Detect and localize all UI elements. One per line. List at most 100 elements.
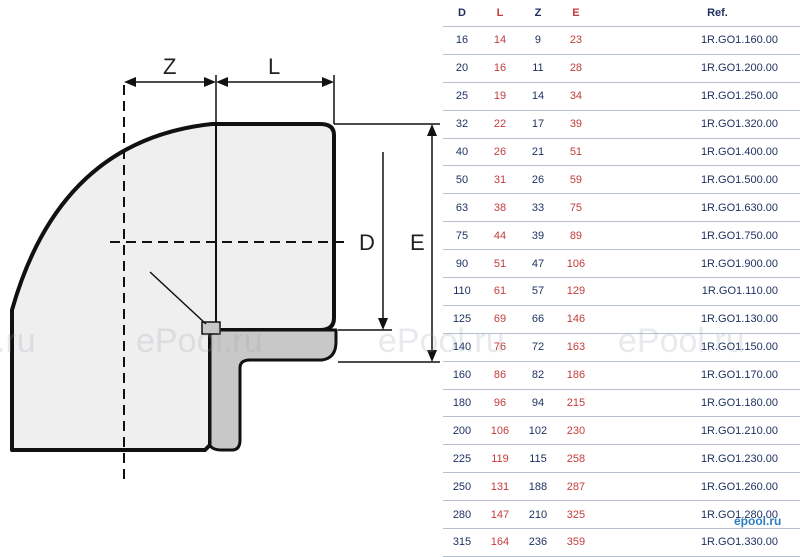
cell-e: 75 xyxy=(556,193,595,222)
e-label: E xyxy=(410,230,425,255)
cell-z: 11 xyxy=(518,53,557,83)
cell-z: 57 xyxy=(518,277,557,306)
cell-l: 61 xyxy=(480,277,519,306)
cell-ref: 1R.GO1.900.00 xyxy=(594,249,800,278)
cell-d: 140 xyxy=(443,332,481,362)
watermark: ePool.ru xyxy=(378,322,505,360)
cell-d: 32 xyxy=(443,109,481,139)
socket-shoulder xyxy=(208,328,338,452)
cell-ref: 1R.GO1.400.00 xyxy=(594,137,800,166)
cell-ref: 1R.GO1.130.00 xyxy=(594,304,800,334)
cell-z: 82 xyxy=(518,360,557,390)
cell-ref: 1R.GO1.230.00 xyxy=(594,444,800,473)
watermark: ePool.ru xyxy=(136,322,263,360)
e-arrow-top xyxy=(427,124,437,136)
cell-d: 110 xyxy=(443,277,481,306)
cell-e: 39 xyxy=(556,109,595,139)
cell-l: 147 xyxy=(480,500,519,529)
cell-z: 236 xyxy=(518,528,557,557)
cell-ref: 1R.GO1.150.00 xyxy=(594,332,800,362)
cell-l: 119 xyxy=(480,444,519,473)
cell-ref: 1R.GO1.180.00 xyxy=(594,388,800,417)
cell-d: 40 xyxy=(443,137,481,166)
cell-e: 186 xyxy=(556,360,595,390)
cell-d: 125 xyxy=(443,304,481,334)
cell-ref: 1R.GO1.630.00 xyxy=(594,193,800,222)
cell-z: 47 xyxy=(518,249,557,278)
d-label: D xyxy=(359,230,375,255)
cell-ref: 1R.GO1.280.00 xyxy=(594,500,800,529)
cell-z: 115 xyxy=(518,444,557,473)
cell-ref: 1R.GO1.320.00 xyxy=(594,109,800,139)
d-arrow-bottom xyxy=(378,318,388,330)
cell-z: 26 xyxy=(518,165,557,194)
cell-l: 76 xyxy=(480,332,519,362)
cell-ref: 1R.GO1.330.00 xyxy=(594,528,800,557)
l-label: L xyxy=(268,54,280,79)
cell-z: 72 xyxy=(518,332,557,362)
cell-z: 102 xyxy=(518,416,557,445)
cell-e: 359 xyxy=(556,528,595,557)
cell-l: 106 xyxy=(480,416,519,445)
cell-ref: 1R.GO1.250.00 xyxy=(594,81,800,111)
cell-l: 38 xyxy=(480,193,519,222)
cell-l: 51 xyxy=(480,249,519,278)
cell-l: 19 xyxy=(480,81,519,111)
cell-d: 50 xyxy=(443,165,481,194)
cell-l: 22 xyxy=(480,109,519,139)
cell-z: 9 xyxy=(518,26,557,55)
cell-l: 31 xyxy=(480,165,519,194)
watermark: .ru xyxy=(0,322,36,360)
cell-l: 96 xyxy=(480,388,519,417)
cell-e: 325 xyxy=(556,500,595,529)
cell-z: 210 xyxy=(518,500,557,529)
cell-d: 280 xyxy=(443,500,481,529)
cell-l: 164 xyxy=(480,528,519,557)
cell-e: 51 xyxy=(556,137,595,166)
cell-z: 188 xyxy=(518,472,557,501)
elbow-fitting-diagram: Z L D E xyxy=(10,54,440,480)
cell-e: 34 xyxy=(556,81,595,111)
table-header-row: D L Z E Ref. xyxy=(443,0,800,27)
cell-e: 89 xyxy=(556,221,595,250)
cell-d: 160 xyxy=(443,360,481,390)
e-arrow-bottom xyxy=(427,350,437,362)
cell-d: 63 xyxy=(443,193,481,222)
cell-ref: 1R.GO1.500.00 xyxy=(594,165,800,194)
cell-d: 200 xyxy=(443,416,481,445)
cell-d: 250 xyxy=(443,472,481,501)
cell-z: 39 xyxy=(518,221,557,250)
cell-z: 14 xyxy=(518,81,557,111)
cell-d: 180 xyxy=(443,388,481,417)
cell-d: 90 xyxy=(443,249,481,278)
cell-e: 230 xyxy=(556,416,595,445)
z-label: Z xyxy=(163,54,176,79)
cell-ref: 1R.GO1.170.00 xyxy=(594,360,800,390)
cell-l: 131 xyxy=(480,472,519,501)
z-arrow-left xyxy=(124,77,136,87)
cell-ref: 1R.GO1.210.00 xyxy=(594,416,800,445)
header-ref: Ref. xyxy=(707,7,728,19)
cell-d: 315 xyxy=(443,528,481,557)
header-e: E xyxy=(572,7,580,19)
cell-e: 106 xyxy=(556,249,595,278)
cell-e: 287 xyxy=(556,472,595,501)
cell-l: 69 xyxy=(480,304,519,334)
cell-ref: 1R.GO1.110.00 xyxy=(594,277,800,306)
cell-ref: 1R.GO1.160.00 xyxy=(594,26,800,55)
